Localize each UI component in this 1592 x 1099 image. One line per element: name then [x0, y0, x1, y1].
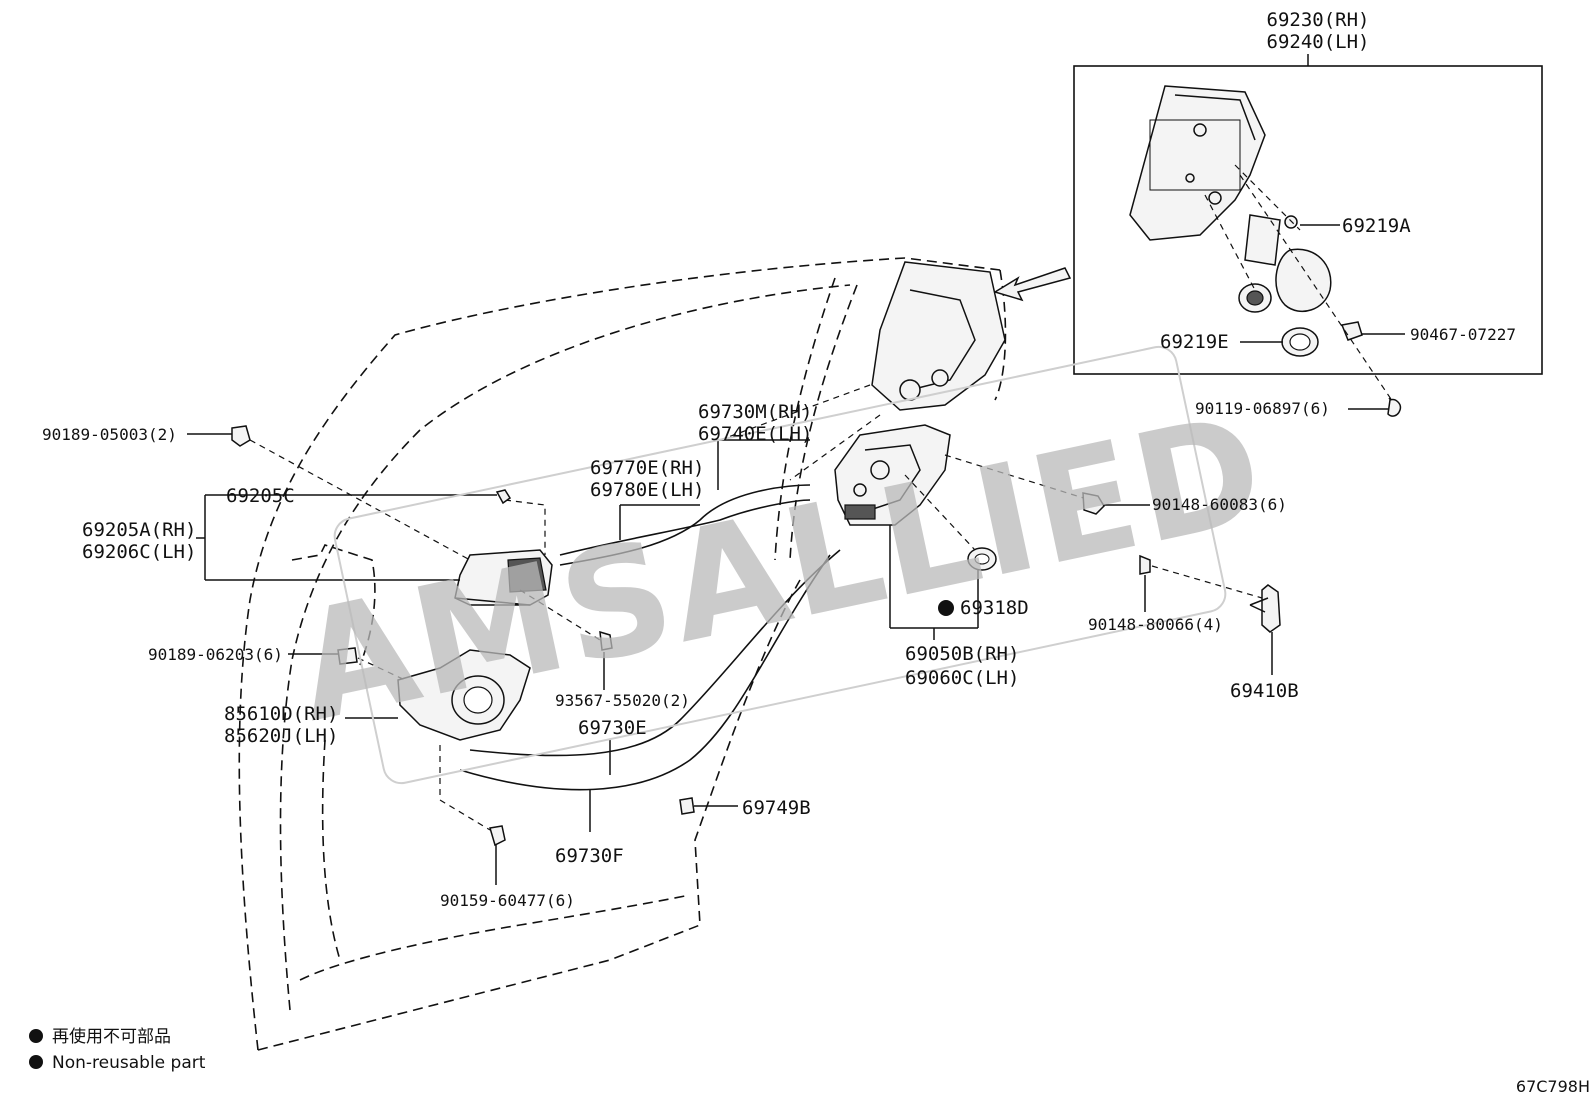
inside-handle	[187, 425, 613, 690]
part-labels: 69230(RH) 69240(LH) 69219A 69219E 90467-…	[42, 9, 1516, 910]
inset-arrow	[993, 267, 1072, 302]
label-85620j[interactable]: 85620J(LH)	[224, 725, 338, 747]
label-69410b[interactable]: 69410B	[1230, 680, 1299, 702]
legend-japanese: 再使用不可部品	[52, 1026, 171, 1047]
label-69730m[interactable]: 69730M(RH)	[698, 401, 812, 423]
legend: 再使用不可部品 Non-reusable part	[29, 1026, 206, 1073]
label-90148-80066[interactable]: 90148-80066(4)	[1088, 615, 1223, 634]
non-reusable-dot-icon	[29, 1029, 43, 1043]
label-85610d[interactable]: 85610D(RH)	[224, 703, 338, 725]
label-69230[interactable]: 69230(RH)	[1267, 9, 1370, 31]
label-69770e[interactable]: 69770E(RH)	[590, 457, 704, 479]
label-90467-07227[interactable]: 90467-07227	[1410, 325, 1516, 344]
label-69240[interactable]: 69240(LH)	[1267, 31, 1370, 53]
door-lock-assembly	[834, 424, 1150, 640]
label-90148-60083[interactable]: 90148-60083(6)	[1152, 495, 1287, 514]
label-69060c[interactable]: 69060C(LH)	[905, 667, 1019, 689]
label-69730f[interactable]: 69730F	[555, 845, 624, 867]
figure-code: 67C798H	[1516, 1077, 1590, 1096]
label-69206c[interactable]: 69206C(LH)	[82, 541, 196, 563]
outside-handle-inset	[1073, 54, 1543, 417]
label-69740e[interactable]: 69740E(LH)	[698, 423, 812, 445]
label-69318d[interactable]: 69318D	[960, 597, 1029, 619]
label-69749b[interactable]: 69749B	[742, 797, 811, 819]
label-90189-06203[interactable]: 90189-06203(6)	[148, 645, 283, 664]
label-69050b[interactable]: 69050B(RH)	[905, 643, 1019, 665]
label-69219e[interactable]: 69219E	[1160, 331, 1229, 353]
label-90189-05003[interactable]: 90189-05003(2)	[42, 425, 177, 444]
label-69219a[interactable]: 69219A	[1342, 215, 1411, 237]
label-69205c[interactable]: 69205C	[226, 485, 295, 507]
label-90159-60477[interactable]: 90159-60477(6)	[440, 891, 575, 910]
label-93567-55020[interactable]: 93567-55020(2)	[555, 691, 690, 710]
legend-english: Non-reusable part	[52, 1053, 206, 1073]
label-69730e[interactable]: 69730E	[578, 717, 647, 739]
outer-handle-frame	[871, 261, 1006, 411]
label-69780e[interactable]: 69780E(LH)	[590, 479, 704, 501]
label-90119-06897[interactable]: 90119-06897(6)	[1195, 399, 1330, 418]
striker	[1139, 554, 1281, 675]
handle-bezel	[288, 647, 738, 885]
cables	[459, 384, 881, 832]
label-69205a[interactable]: 69205A(RH)	[82, 519, 196, 541]
non-reusable-dot-icon	[29, 1055, 43, 1069]
